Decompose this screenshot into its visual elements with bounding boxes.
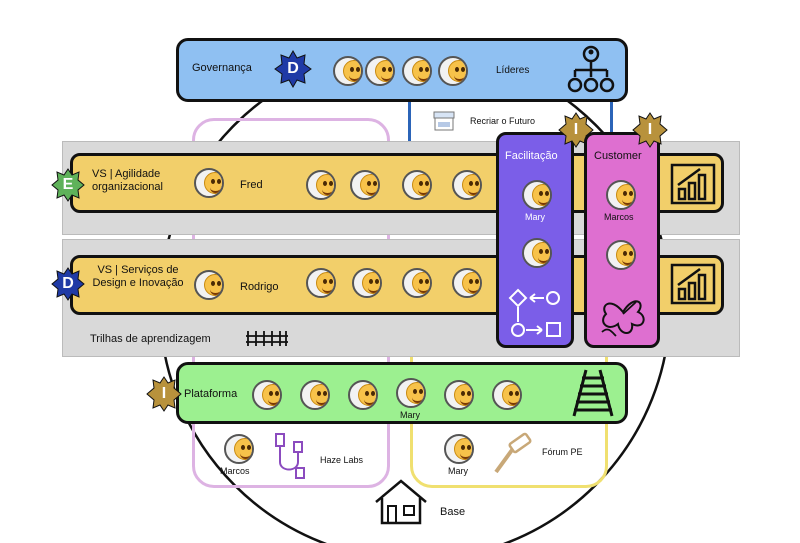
plataforma-emoji-6 [492, 380, 522, 410]
plataforma-emoji-4 [396, 378, 426, 408]
stream-2-emoji-1 [306, 268, 336, 298]
fence-icon [246, 331, 288, 346]
stream-1-badge: E [51, 168, 85, 202]
governance-label: Governança [192, 62, 252, 74]
plataforma-emoji-2 [300, 380, 330, 410]
stream-1-emoji-3 [402, 170, 432, 200]
customer-badge: I [632, 112, 668, 148]
hibiscus-icon [601, 300, 645, 337]
customer-emoji-1 [606, 180, 636, 210]
haze-person: Marcos [220, 466, 250, 476]
leader-emoji-3 [402, 56, 432, 86]
trilhas-label: Trilhas de aprendizagem [90, 333, 211, 345]
leader-emoji-4 [438, 56, 468, 86]
stream-2-lead-emoji [194, 270, 224, 300]
facilitacao-emoji-1 [522, 180, 552, 210]
growth-chart-icon-1 [670, 163, 716, 205]
forum-emoji [444, 434, 474, 464]
stream-1-person: Fred [240, 179, 263, 191]
recriar-label: Recriar o Futuro [470, 116, 536, 126]
leader-emoji-2 [365, 56, 395, 86]
customer-emoji-2 [606, 240, 636, 270]
leader-emoji-1 [333, 56, 363, 86]
paint-roller-icon [494, 432, 532, 474]
blue-connector [408, 95, 613, 155]
facilitacao-column[interactable] [496, 132, 574, 348]
haze-label: Haze Labs [320, 455, 364, 465]
stream-2-badge: D [51, 267, 85, 301]
haze-emoji [224, 434, 254, 464]
customer-person: Marcos [604, 212, 634, 222]
stream-2-emoji-3 [402, 268, 432, 298]
org-chart-icon [567, 45, 615, 93]
plataforma-emoji-5 [444, 380, 474, 410]
stream-1-lead-emoji [194, 168, 224, 198]
railway-icon [572, 369, 614, 417]
forum-person: Mary [448, 466, 468, 476]
plataforma-badge: I [146, 376, 182, 412]
shop-icon [433, 111, 455, 131]
stream-1-emoji-1 [306, 170, 336, 200]
stream-2-emoji-4 [452, 268, 482, 298]
cable-icon [275, 433, 305, 479]
stream-1-emoji-4 [452, 170, 482, 200]
base-label: Base [440, 506, 466, 518]
plataforma-emoji-3 [348, 380, 378, 410]
governance-badge: D [274, 49, 312, 89]
flow-icon [508, 288, 561, 337]
growth-chart-icon-2 [670, 263, 716, 305]
stream-1-title: VS | Agilidade organizacional [92, 168, 163, 193]
facilitacao-emoji-2 [522, 238, 552, 268]
facilitacao-person: Mary [525, 212, 545, 222]
leaders-label: Líderes [496, 65, 530, 76]
plataforma-person: Mary [400, 410, 420, 420]
stream-2-emoji-2 [352, 268, 382, 298]
plataforma-emoji-1 [252, 380, 282, 410]
plataforma-label: Plataforma [184, 388, 238, 400]
stream-2-person: Rodrigo [240, 281, 279, 293]
house-icon [375, 479, 427, 525]
customer-title: Customer [594, 150, 642, 162]
stream-1-emoji-2 [350, 170, 380, 200]
stream-2-title: VS | Serviços de Design e Inovação [92, 264, 184, 289]
facilitacao-title: Facilitação [505, 150, 558, 162]
forum-label: Fórum PE [542, 447, 583, 457]
